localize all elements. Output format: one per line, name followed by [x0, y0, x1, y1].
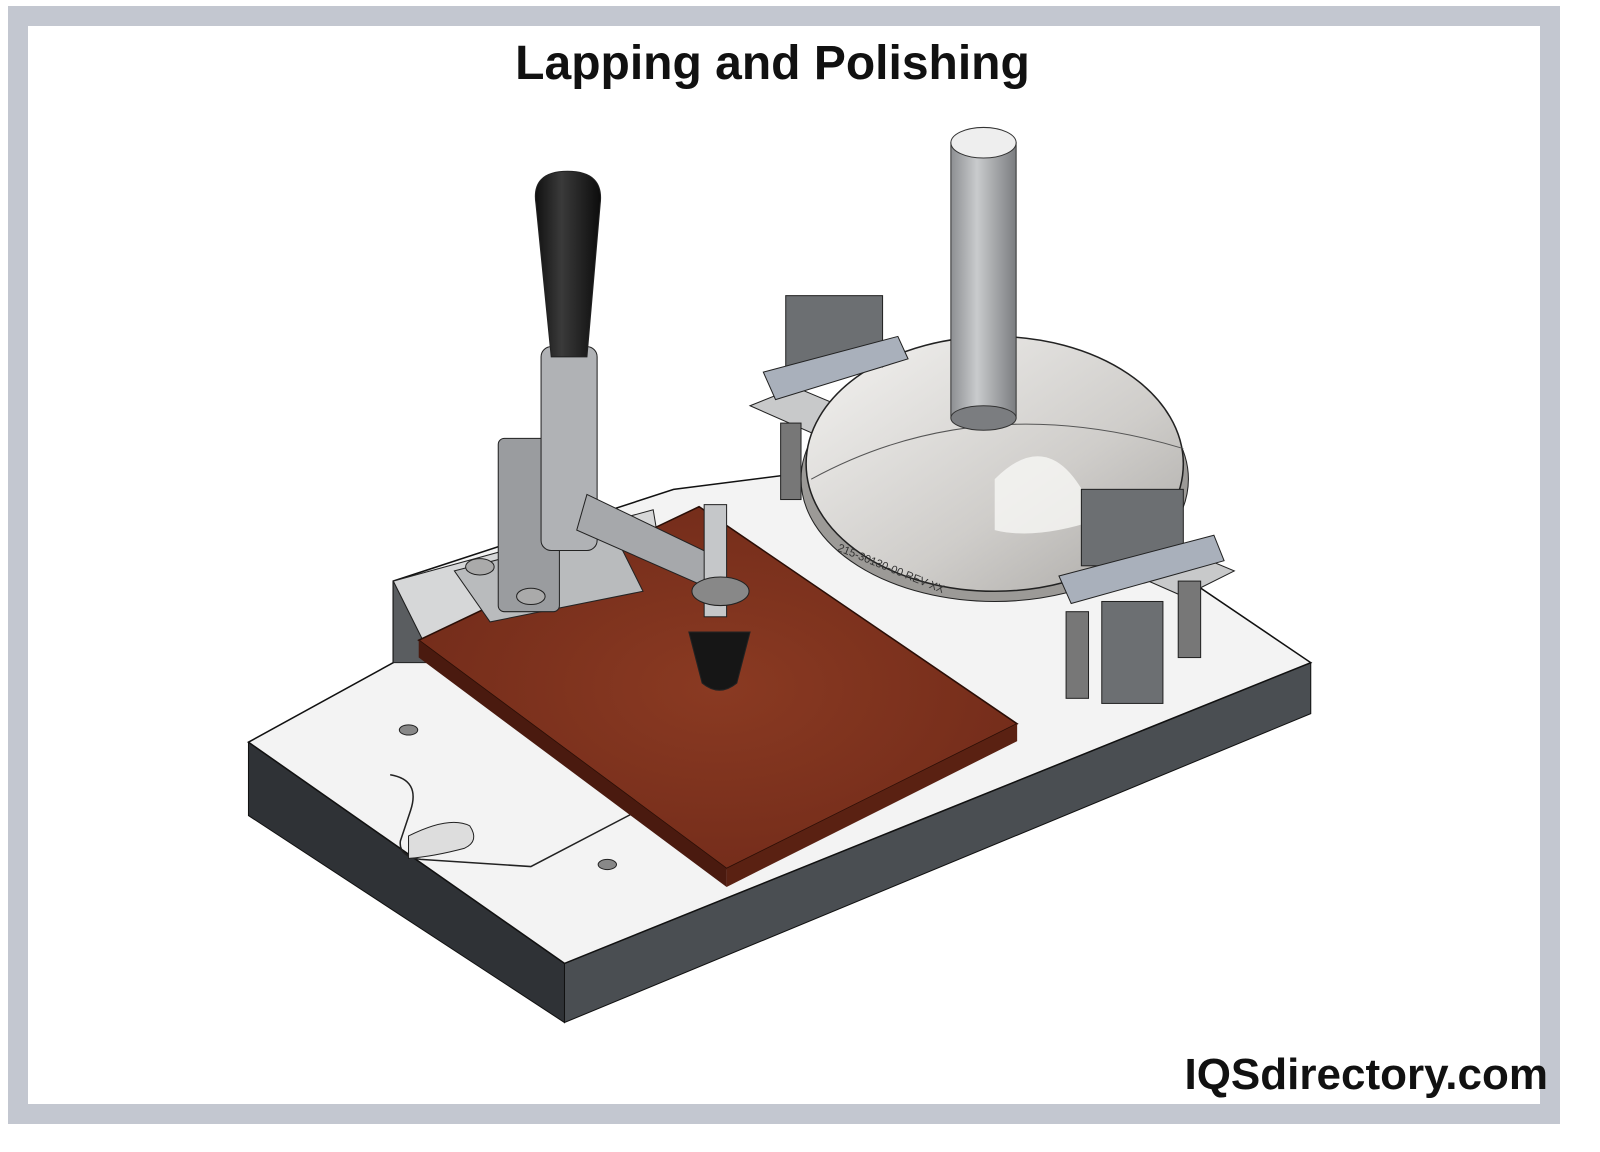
polishing-dome-fixture: 215-30130-00 REV XX [748, 126, 1236, 704]
diagram-title: Lapping and Polishing [515, 37, 1030, 90]
spring-guide-back [762, 295, 1225, 704]
toggle-clamp [453, 170, 751, 691]
watermark: IQSdirectory.com [1184, 1050, 1548, 1099]
